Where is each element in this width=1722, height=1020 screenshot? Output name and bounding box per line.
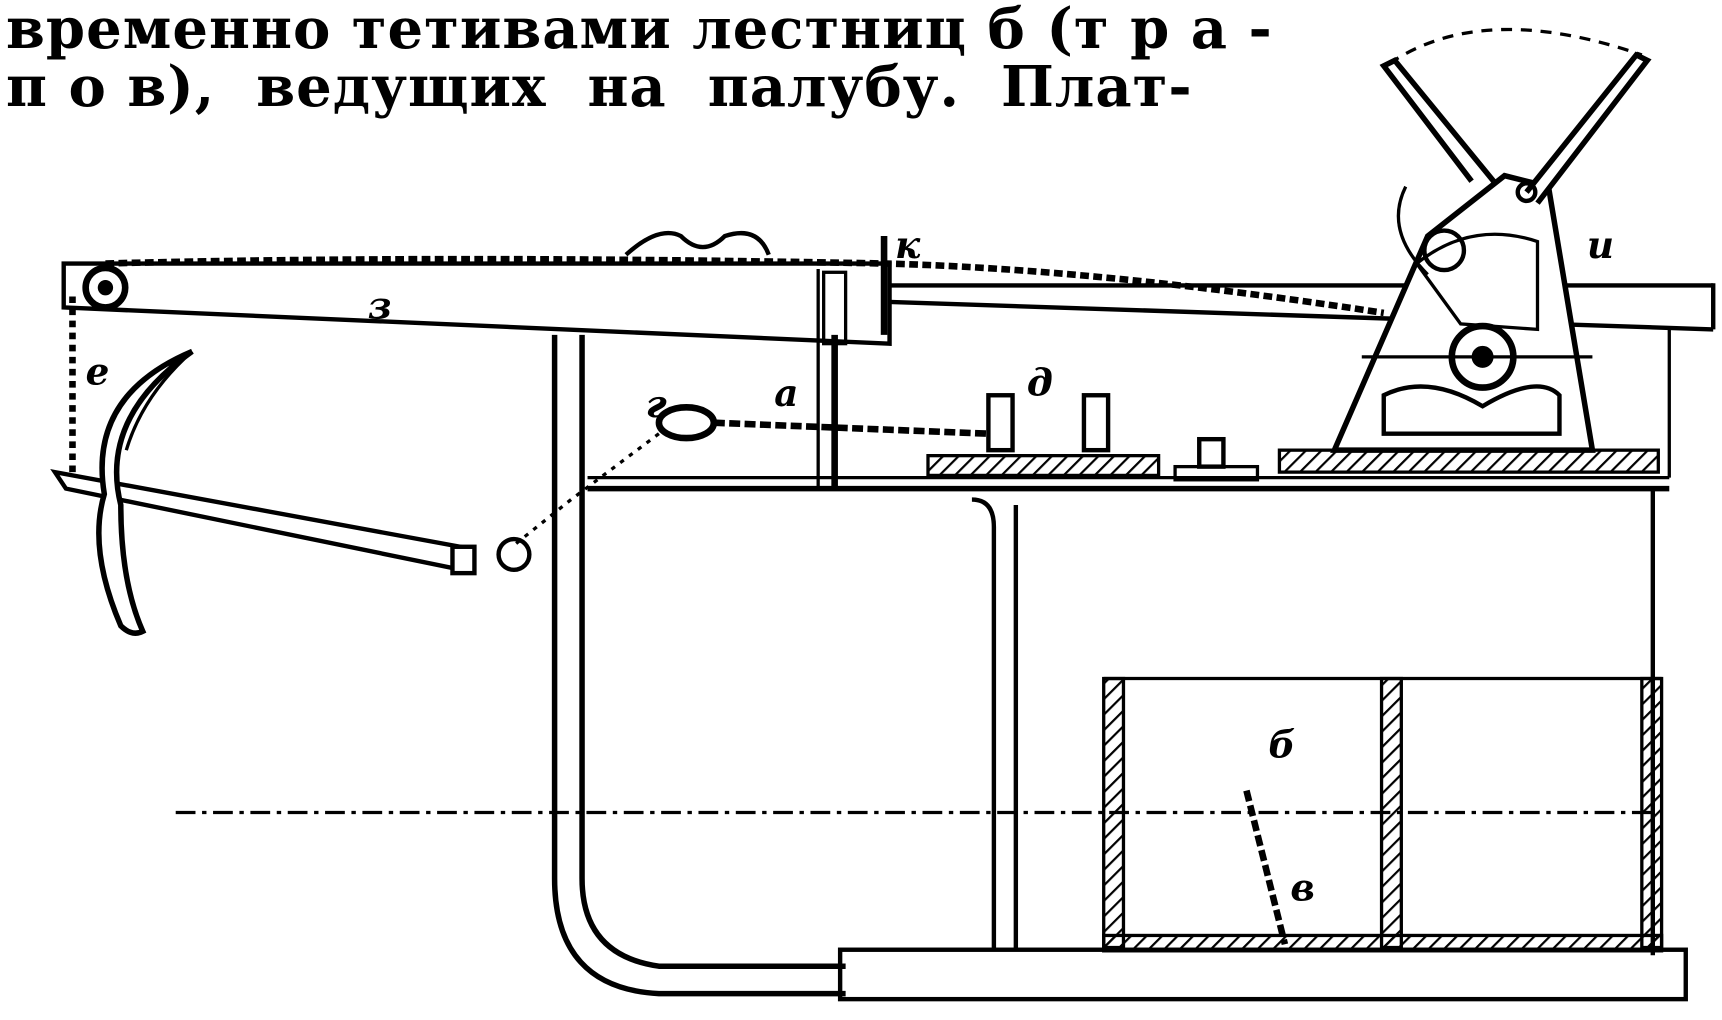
- chain: [105, 255, 1385, 317]
- body-text: временно тетивами лестниц б (т р а - п о…: [6, 0, 1273, 116]
- anchor: [50, 348, 660, 636]
- label-b: б: [1268, 723, 1295, 767]
- label-e: е: [86, 349, 110, 393]
- text-line-1: временно тетивами лестниц б (т р а -: [6, 0, 1273, 62]
- deck-fittings: [655, 393, 1660, 482]
- label-z: з: [368, 283, 392, 327]
- label-a: а: [774, 371, 798, 415]
- davit-beam: [61, 236, 1716, 346]
- chain-locker: [1102, 676, 1664, 953]
- label-k: к: [895, 223, 921, 267]
- label-g: г: [646, 382, 667, 426]
- label-v: в: [1290, 865, 1315, 909]
- label-i: и: [1587, 223, 1614, 267]
- label-d: д: [1027, 360, 1053, 404]
- chain-bulge: [624, 230, 771, 257]
- text-line-2: п о в), ведущих на палубу. Плат-: [6, 54, 1193, 120]
- windlass: [1330, 27, 1652, 453]
